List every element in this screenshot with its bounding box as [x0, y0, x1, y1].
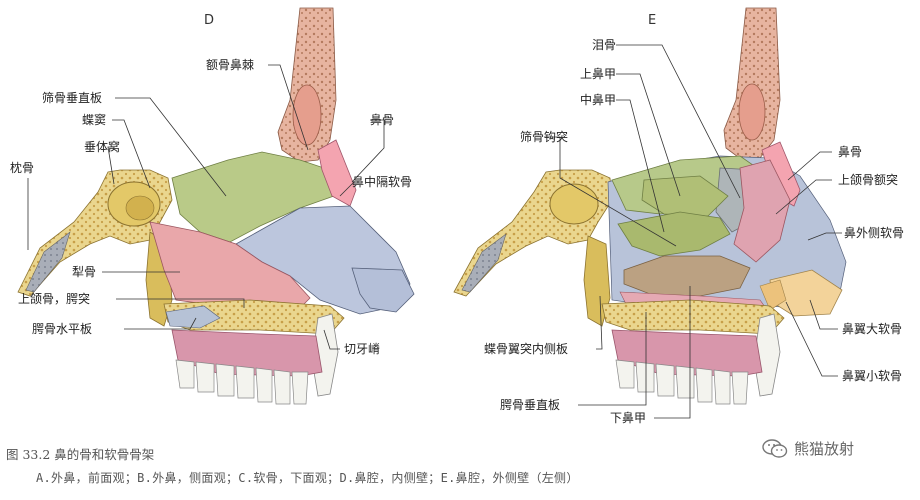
label-ethmoid-perpendicular: 筛骨垂直板: [42, 90, 102, 105]
panel-e-letter: E: [648, 13, 656, 28]
label-incisive-crest: 切牙嵴: [344, 342, 380, 356]
watermark-text: 熊猫放射: [794, 440, 855, 458]
label-sphenoid-sinus: 蝶窦: [82, 112, 106, 127]
label-frontal-process: 上颌骨额突: [838, 172, 898, 187]
sphenoid-sinus-e: [549, 183, 599, 225]
label-lateral-cartilage: 鼻外侧软骨: [844, 225, 904, 240]
label-major-alar: 鼻翼大软骨: [842, 321, 902, 336]
label-maxilla-palatine: 上颌骨，腭突: [18, 291, 90, 306]
label-nasal-bone: 鼻骨: [370, 112, 394, 127]
teeth-right: [615, 359, 749, 405]
medial-pterygoid-plate: [583, 235, 611, 327]
label-septal-cartilage: 鼻中隔软骨: [352, 174, 412, 189]
label-superior-concha: 上鼻甲: [580, 66, 616, 81]
panel-d: D: [17, 7, 415, 405]
minor-alar-cartilage: [759, 279, 787, 311]
label-frontal-spine: 额骨鼻棘: [206, 57, 254, 72]
wechat-icon: [762, 438, 788, 458]
label-inferior-concha: 下鼻甲: [610, 410, 646, 425]
panel-d-letter: D: [204, 13, 214, 28]
watermark: 熊猫放射: [762, 438, 854, 459]
label-medial-pterygoid: 蝶骨翼突内侧板: [484, 341, 568, 356]
panel-e-labels: 泪骨 上鼻甲 中鼻甲 筛骨钩突 鼻骨 上颌骨额突 鼻外侧软骨 蝶骨翼突内侧板 鼻…: [484, 38, 904, 425]
label-lacrimal: 泪骨: [592, 38, 616, 52]
figure-caption-subtitle: A.外鼻，前面观；B.外鼻，侧面观；C.软骨，下面观；D.鼻腔，内侧壁；E.鼻腔…: [36, 471, 579, 485]
label-palatine-horizontal: 腭骨水平板: [32, 322, 92, 336]
figure-caption-title: 图 33.2 鼻的骨和软骨骨架: [6, 447, 155, 462]
occipital-grey: [25, 231, 71, 293]
teeth-left: [175, 359, 309, 405]
panel-e-leaders: [544, 44, 842, 419]
label-uncinate: 筛骨钩突: [520, 129, 568, 144]
frontal-sinus-e: [738, 83, 766, 141]
panel-e: E: [453, 7, 847, 405]
maxilla-frontal-process: [733, 159, 791, 263]
middle-concha: [617, 211, 731, 257]
vomer: [149, 221, 311, 309]
label-nasal-bone-e: 鼻骨: [838, 144, 862, 159]
frontal-sinus: [292, 84, 322, 146]
label-minor-alar: 鼻翼小软骨: [842, 368, 902, 383]
nose-tip: [351, 267, 415, 313]
panel-d-labels: 额骨鼻棘 筛骨垂直板 鼻骨 蝶窦 垂体窝 鼻中隔软骨 枕骨 犁骨 上颌骨，腭突 …: [10, 57, 412, 356]
label-palatine-perpendicular: 腭骨垂直板: [500, 398, 560, 412]
label-occipital: 枕骨: [10, 160, 34, 175]
occipital-grey-e: [461, 233, 507, 293]
inferior-concha: [623, 255, 751, 297]
label-middle-concha: 中鼻甲: [580, 92, 616, 107]
ethmoid-perpendicular-plate: [171, 151, 335, 243]
label-sella: 垂体窝: [84, 139, 120, 154]
label-vomer: 犁骨: [72, 265, 96, 279]
hard-palate-e: [601, 299, 785, 335]
panel-d-leaders: [27, 64, 385, 350]
palatine-horizontal-plate: [165, 305, 221, 329]
